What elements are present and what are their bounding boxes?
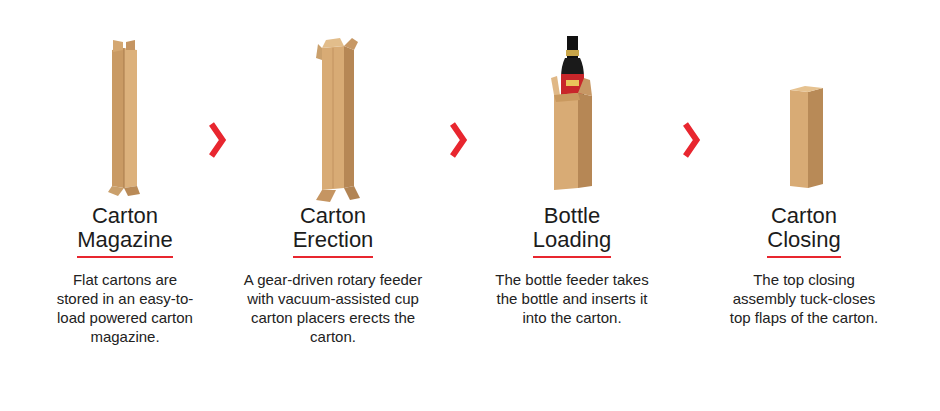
bottle-and-carton: [551, 36, 592, 190]
step-heading: Carton Magazine: [77, 204, 172, 258]
step-description: Flat cartons are stored in an easy-to-lo…: [55, 270, 195, 346]
step-heading: Bottle Loading: [533, 204, 611, 258]
erected-carton: [316, 38, 360, 202]
flow-chevron: [686, 124, 697, 156]
chevron-path: [453, 124, 464, 156]
closed-carton: [790, 86, 823, 188]
flat-carton: [108, 40, 140, 196]
process-step: Carton MagazineFlat cartons are stored i…: [55, 40, 195, 350]
process-step: Carton ClosingThe top closing assembly t…: [724, 40, 884, 331]
flow-chevron: [212, 124, 223, 156]
step-description: A gear-driven rotary feeder with vacuum-…: [238, 270, 428, 346]
step-description: The top closing assembly tuck-closes top…: [724, 270, 884, 327]
process-step: Carton Erection A gear-driven rotary feed…: [238, 40, 428, 350]
chevron-path: [212, 124, 223, 156]
step-heading: Carton Erection: [293, 204, 374, 258]
flow-chevron: [453, 124, 464, 156]
process-step: Bottle LoadingThe bottle feeder takes th…: [487, 40, 657, 331]
step-heading: Carton Closing: [767, 204, 840, 258]
step-description: The bottle feeder takes the bottle and i…: [487, 270, 657, 327]
chevron-path: [686, 124, 697, 156]
